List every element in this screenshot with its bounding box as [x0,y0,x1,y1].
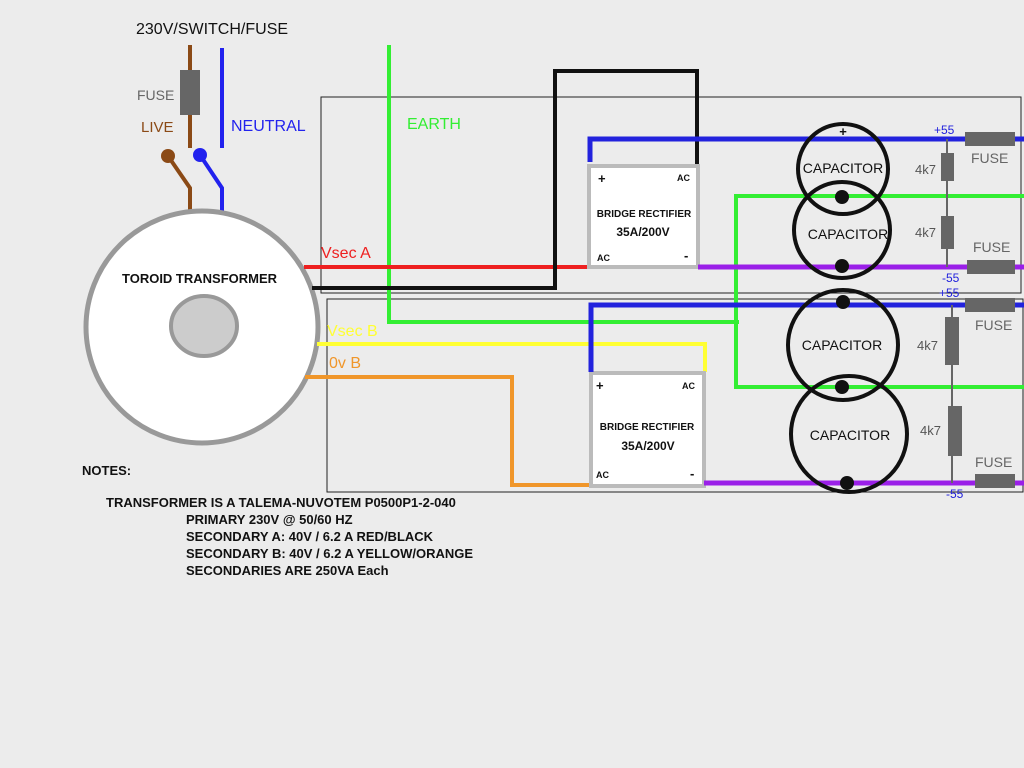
header-title: 230V/SWITCH/FUSE [136,21,288,38]
rail-neg-a: -55 [942,271,960,285]
resistor-3 [945,317,959,365]
rectifier-b-plus: + [596,378,604,393]
bridge-rectifier-b [589,371,706,488]
rectifier-b-label: BRIDGE RECTIFIER [600,422,695,433]
output-fuse-2-label: FUSE [973,239,1010,255]
resistor-2-label: 4k7 [915,225,936,240]
rectifier-b-minus: - [690,466,694,481]
note-line: SECONDARIES ARE 250VA Each [186,563,389,578]
output-fuse-3 [965,298,1015,312]
neutral-label: NEUTRAL [231,118,306,135]
bridge-rectifier-a [587,164,700,269]
rectifier-a-ac-top: AC [677,173,690,183]
positive-rail-a [587,136,1024,162]
resistor-1-label: 4k7 [915,162,936,177]
capacitor-terminal-a-neg [835,259,849,273]
notes-block: NOTES: TRANSFORMER IS A TALEMA-NUVOTEM P… [82,462,473,579]
capacitor-3-label: CAPACITOR [802,337,882,353]
vsec-b-label: Vsec B [327,323,378,340]
rectifier-a-rating: 35A/200V [616,225,669,239]
vsec-a-return-wire [312,69,699,290]
notes-heading: NOTES: [82,463,132,478]
capacitor-1-label: CAPACITOR [803,160,883,176]
note-line: SECONDARY B: 40V / 6.2 A YELLOW/ORANGE [186,546,474,561]
capacitor-joint-a [835,190,849,204]
capacitor-terminal-b-neg [840,476,854,490]
rectifier-b-ac-bottom: AC [596,470,609,480]
earth-label: EARTH [407,116,461,133]
center-tap-ground [734,194,1024,389]
rectifier-b-ac-top: AC [682,381,695,391]
neutral-switch-arm [198,153,224,218]
capacitor-4-label: CAPACITOR [810,427,890,443]
rectifier-a-plus: + [598,171,606,186]
resistor-4-label: 4k7 [920,423,941,438]
capacitor-2 [792,180,892,280]
rail-neg-b: -55 [946,487,964,501]
live-switch-arm [166,154,192,218]
resistor-4 [948,406,962,456]
note-line: PRIMARY 230V @ 50/60 HZ [186,512,353,527]
capacitor-1-plus: + [839,124,847,139]
output-fuse-4-label: FUSE [975,454,1012,470]
earth-wire [387,45,739,324]
rectifier-a-minus: - [684,248,688,263]
rectifier-b-rating: 35A/200V [621,439,674,453]
live-label: LIVE [141,119,174,136]
note-line: SECONDARY A: 40V / 6.2 A RED/BLACK [186,529,434,544]
output-fuse-1 [965,132,1015,146]
transformer-core [169,294,239,358]
output-fuse-1-label: FUSE [971,150,1008,166]
capacitor-1 [796,122,890,216]
capacitor-terminal-b-pos [836,295,850,309]
note-line: TRANSFORMER IS A TALEMA-NUVOTEM P0500P1-… [106,495,456,510]
primary-fuse-label: FUSE [137,87,174,103]
resistor-2 [941,216,954,249]
resistor-1 [941,153,954,181]
rectifier-a-label: BRIDGE RECTIFIER [597,209,692,220]
output-fuse-3-label: FUSE [975,317,1012,333]
rail-pos-a: +55 [934,123,955,137]
transformer-label: TOROID TRANSFORMER [122,271,278,286]
output-fuse-4 [975,474,1015,488]
enclosure-b [326,298,1024,493]
vsec-a-label: Vsec A [321,245,371,262]
rectifier-a-ac-bottom: AC [597,253,610,263]
rail-pos-b: +55 [939,286,960,300]
ov-b-wire [305,375,590,487]
primary-fuse [180,70,200,115]
resistor-3-label: 4k7 [917,338,938,353]
capacitor-3 [786,288,900,402]
capacitor-2-label: CAPACITOR [808,226,888,242]
ov-b-label: 0v B [329,355,361,372]
output-fuse-2 [967,260,1015,274]
vsec-b-wire [317,342,707,372]
capacitor-4 [789,374,909,494]
capacitor-joint-b [835,380,849,394]
